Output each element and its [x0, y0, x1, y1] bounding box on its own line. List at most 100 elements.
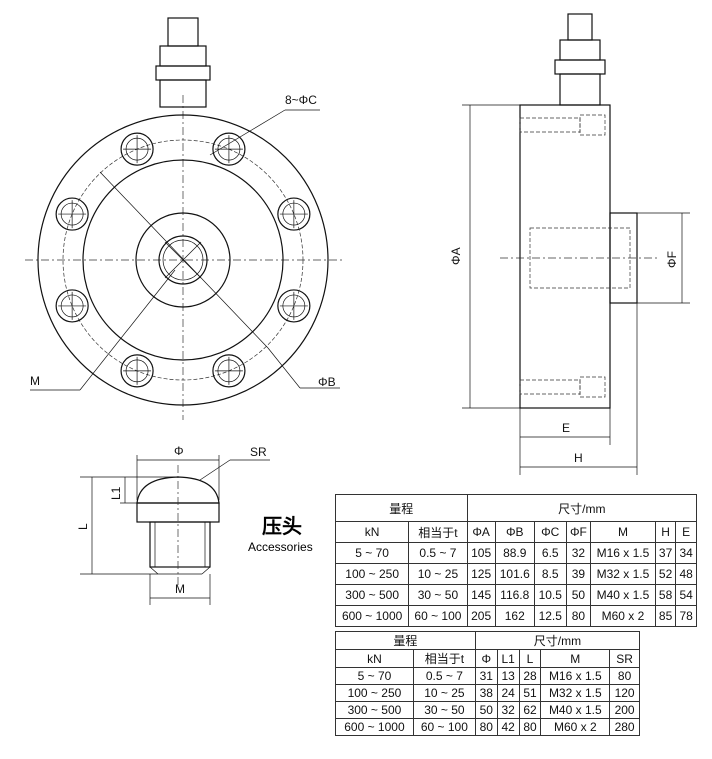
table-cell: 38 — [474, 684, 498, 702]
column-header: kN — [335, 649, 414, 668]
table-cell: 24 — [496, 684, 520, 702]
table-cell: 10 ~ 25 — [408, 563, 468, 585]
label-SR: SR — [250, 445, 267, 459]
table-cell: 28 — [518, 667, 542, 685]
table-cell: 42 — [496, 718, 520, 736]
table-cell: M32 x 1.5 — [540, 684, 611, 702]
column-header: kN — [334, 521, 410, 543]
table-cell: 80 — [565, 605, 592, 627]
table-cell: 300 ~ 500 — [335, 701, 414, 719]
bolt-hole — [212, 132, 246, 166]
table-cell: 51 — [518, 684, 542, 702]
bolt-holes — [55, 132, 311, 388]
label-phiA: ΦA — [449, 247, 463, 265]
table-cell: 145 — [466, 584, 496, 606]
label-phiB: ΦB — [318, 375, 336, 389]
label-M2: M — [175, 582, 185, 596]
column-header: ΦB — [494, 521, 535, 543]
table-cell: 32 — [565, 542, 592, 564]
label-H: H — [574, 451, 583, 465]
range-header: 量程 — [335, 631, 476, 650]
bolt-hole — [277, 197, 311, 231]
column-header: ΦA — [466, 521, 496, 543]
table-cell: 52 — [654, 563, 677, 585]
table-cell: M60 x 2 — [540, 718, 611, 736]
table-cell: 120 — [609, 684, 640, 702]
group-header-row: 量程尺寸/mm — [335, 631, 641, 650]
label-phi: Φ — [174, 444, 184, 458]
table-cell: 30 ~ 50 — [408, 584, 468, 606]
table-cell: 80 — [474, 718, 498, 736]
table-cell: 48 — [675, 563, 697, 585]
table-cell: 80 — [609, 667, 640, 685]
bolt-hole — [120, 354, 154, 388]
table-cell: 58 — [654, 584, 677, 606]
table-cell: M16 x 1.5 — [540, 667, 611, 685]
table-cell: 50 — [474, 701, 498, 719]
column-header: H — [654, 521, 677, 543]
bolt-hole — [55, 197, 89, 231]
column-header: 相当于t — [412, 649, 476, 668]
label-phiC: 8~ΦC — [285, 93, 317, 107]
label-M: M — [30, 374, 40, 388]
column-header: M — [590, 521, 656, 543]
range-header: 量程 — [335, 494, 468, 522]
table-cell: 85 — [654, 605, 677, 627]
table-cell: 54 — [675, 584, 697, 606]
table-cell: 37 — [654, 542, 677, 564]
table-cell: M40 x 1.5 — [540, 701, 611, 719]
label-L: L — [76, 523, 90, 530]
accessories-title-en: Accessories — [248, 540, 313, 554]
table-cell: 10 ~ 25 — [412, 684, 476, 702]
column-header: E — [675, 521, 697, 543]
table-cell: 62 — [518, 701, 542, 719]
table-cell: 50 — [565, 584, 592, 606]
column-header: L — [518, 649, 542, 668]
table-cell: 600 ~ 1000 — [334, 605, 410, 627]
column-header: ΦC — [533, 521, 567, 543]
table-cell: 0.5 ~ 7 — [412, 667, 476, 685]
side-view: ΦA ΦF E H — [449, 13, 690, 475]
table-cell: 100 ~ 250 — [335, 684, 414, 702]
table-cell: 205 — [466, 605, 496, 627]
table-cell: 80 — [518, 718, 542, 736]
table-cell: 78 — [675, 605, 697, 627]
column-header: M — [540, 649, 611, 668]
table-cell: M60 x 2 — [590, 605, 656, 627]
dims-header: 尺寸/mm — [466, 494, 698, 522]
table-cell: 12.5 — [533, 605, 567, 627]
table-cell: 60 ~ 100 — [412, 718, 476, 736]
table-cell: 10.5 — [533, 584, 567, 606]
column-header: SR — [609, 649, 640, 668]
bolt-hole — [277, 289, 311, 323]
accessory-view: Φ SR L1 L M — [76, 444, 270, 605]
table-cell: 13 — [496, 667, 520, 685]
table-cell: 280 — [609, 718, 640, 736]
label-phiF: ΦF — [665, 251, 679, 268]
table-cell: 300 ~ 500 — [334, 584, 410, 606]
table-cell: 5 ~ 70 — [334, 542, 410, 564]
table-cell: 600 ~ 1000 — [335, 718, 414, 736]
table-cell: 6.5 — [533, 542, 567, 564]
table-cell: 125 — [466, 563, 496, 585]
table-cell: M32 x 1.5 — [590, 563, 656, 585]
column-header: L1 — [496, 649, 520, 668]
table-cell: 31 — [474, 667, 498, 685]
column-header: 相当于t — [408, 521, 468, 543]
table-cell: 162 — [494, 605, 535, 627]
table-cell: 101.6 — [494, 563, 535, 585]
table-cell: 60 ~ 100 — [408, 605, 468, 627]
